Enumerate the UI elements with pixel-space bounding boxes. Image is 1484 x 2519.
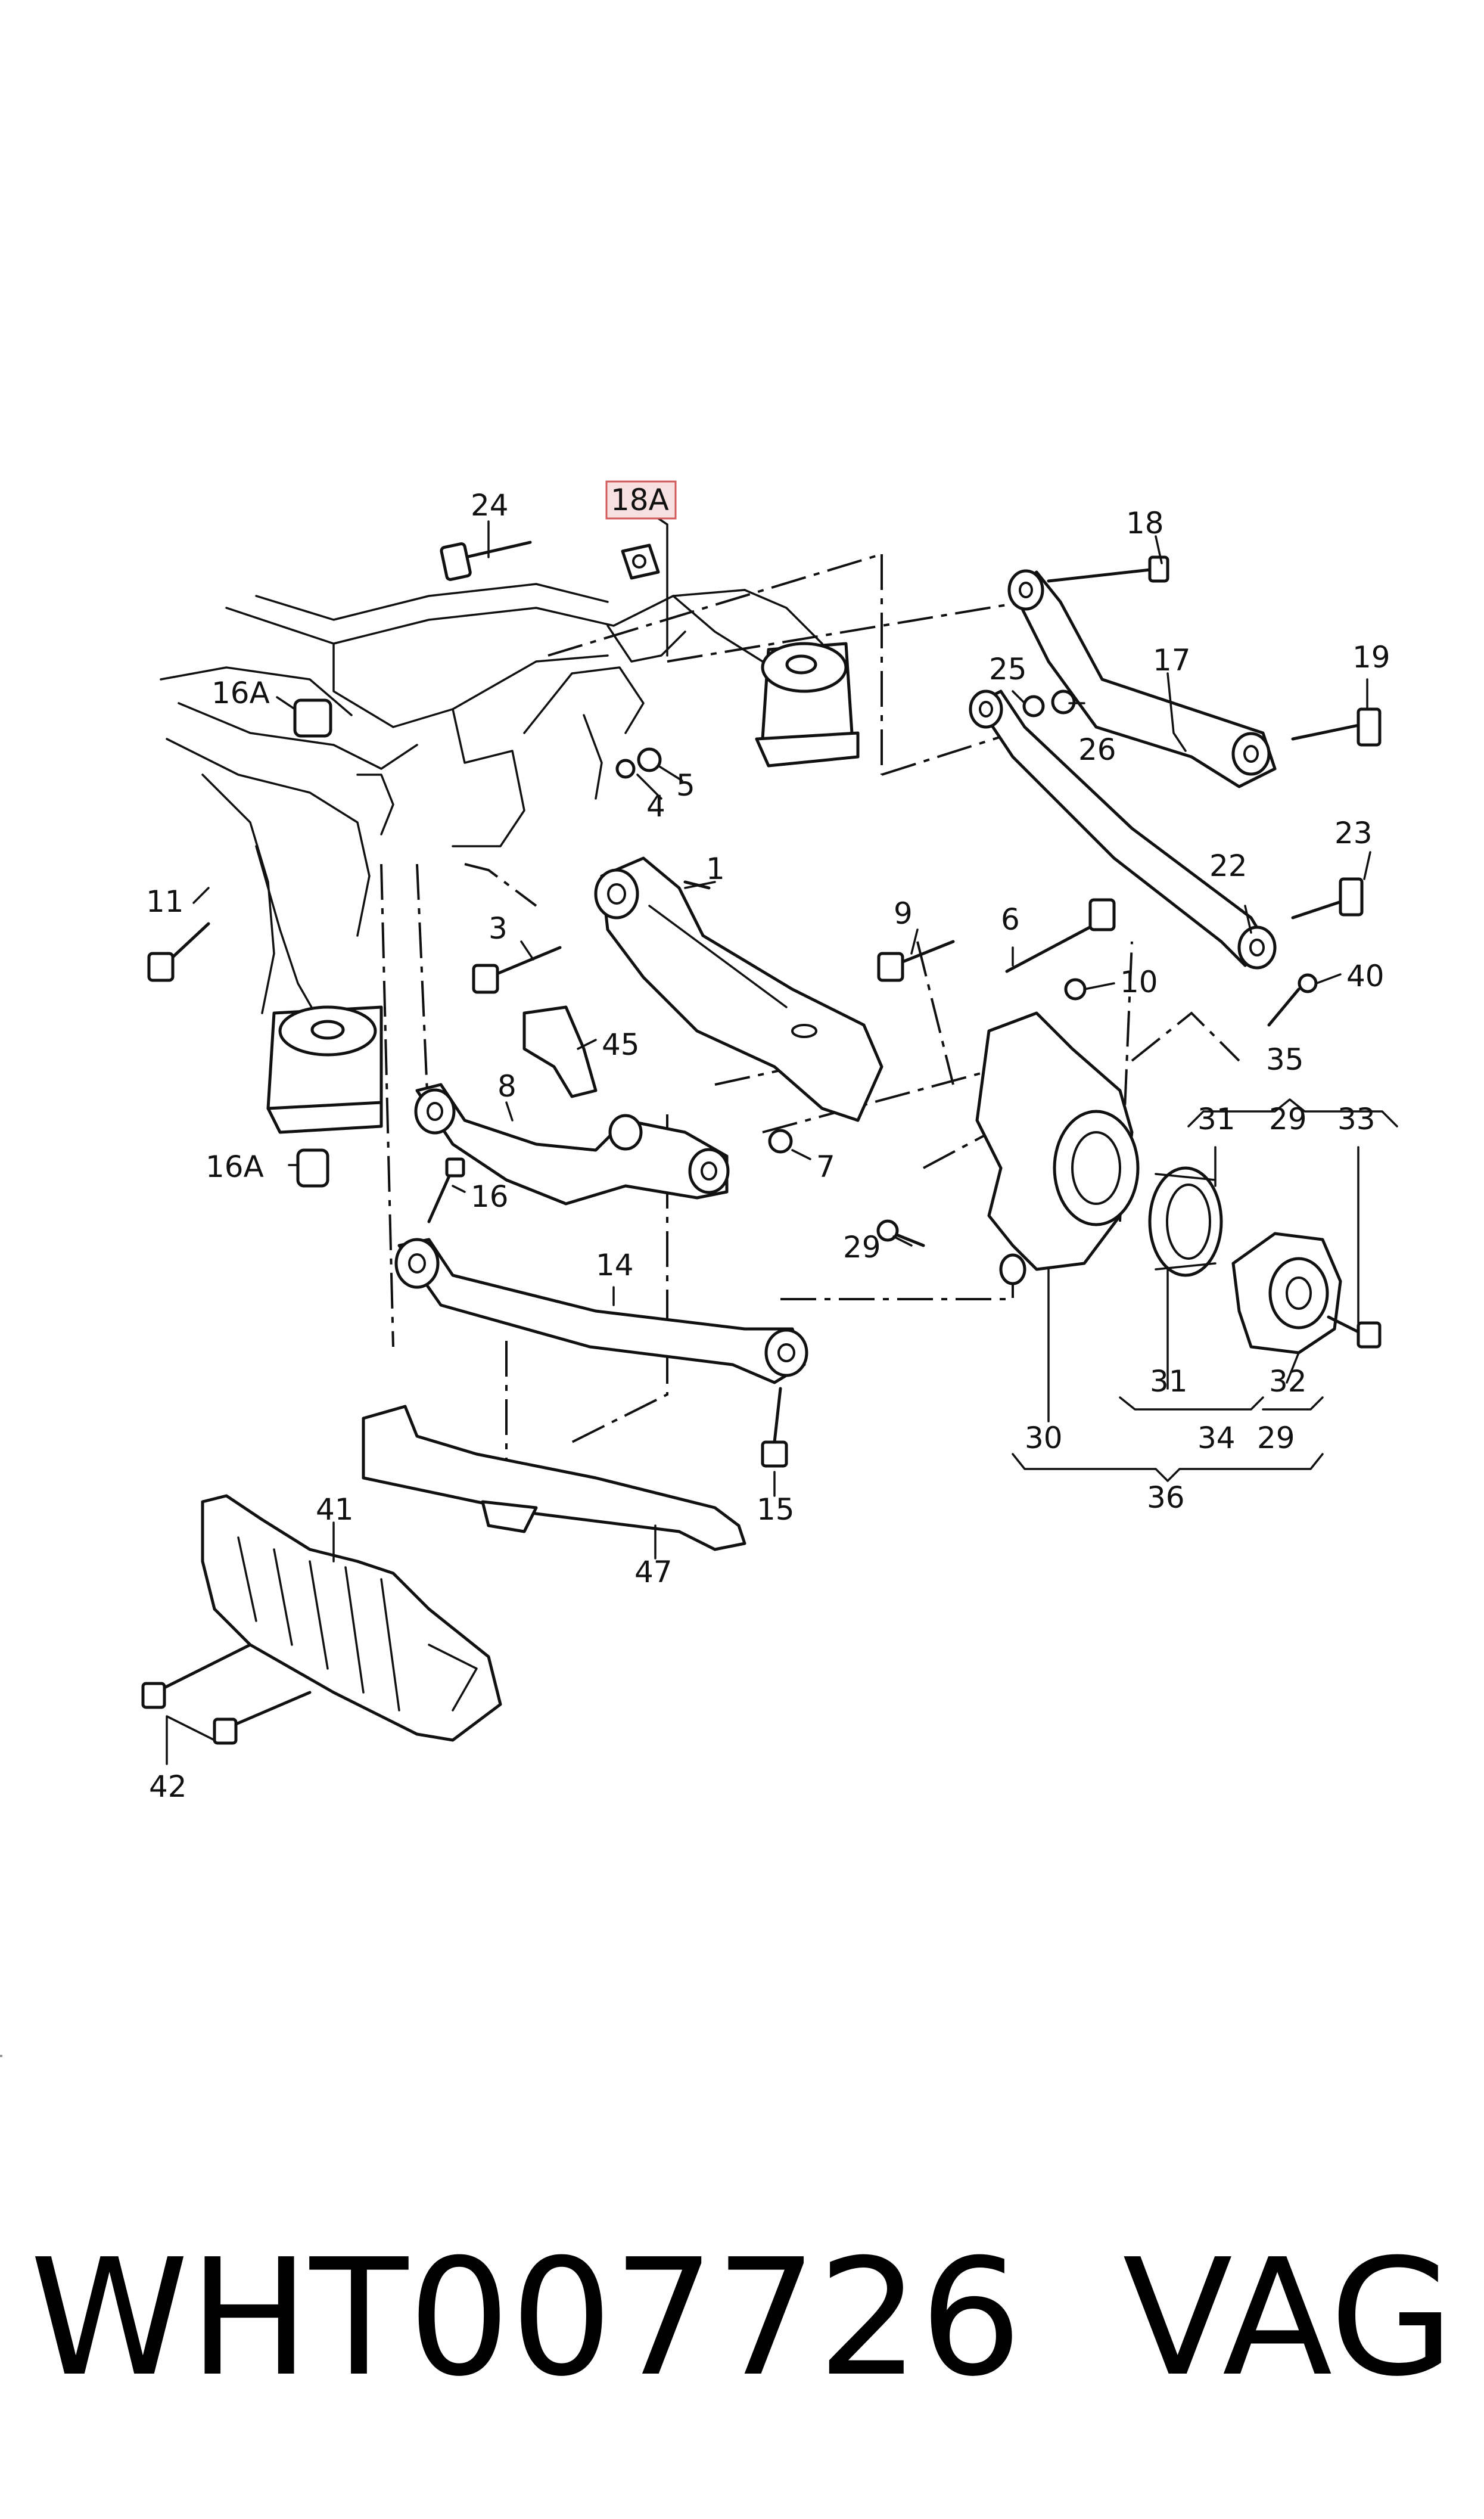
callout-36: 36 — [1147, 1480, 1185, 1515]
callout-31-bottom: 31 — [1150, 1364, 1188, 1399]
callout-9: 9 — [894, 896, 913, 931]
callout-7: 7 — [816, 1150, 835, 1184]
callout-1: 1 — [706, 852, 725, 886]
callout-16A-bottom: 16A — [206, 1150, 264, 1184]
callout-25: 25 — [989, 652, 1027, 687]
footer: WHT007726 VAG — [0, 2229, 1484, 2408]
callout-18: 18 — [1126, 506, 1164, 541]
callout-29-top: 29 — [1269, 1102, 1307, 1136]
callout-32: 32 — [1269, 1364, 1307, 1399]
callout-24: 24 — [471, 488, 509, 523]
protective-plate-47 — [362, 1405, 746, 1551]
callout-6: 6 — [1001, 902, 1020, 937]
callout-22: 22 — [1209, 849, 1247, 883]
wheel-bearing-31 — [1148, 1166, 1223, 1277]
trailing-link-22 — [969, 689, 1277, 970]
subframe-mount-bushing-left — [266, 1005, 383, 1134]
callout-41: 41 — [316, 1492, 354, 1527]
underbody-cover-41 — [201, 1494, 502, 1742]
callout-47: 47 — [634, 1555, 673, 1589]
callout-35: 35 — [1266, 1042, 1304, 1077]
camber-link-8 — [414, 1083, 730, 1206]
highlight-box-18A — [605, 480, 677, 520]
callout-14: 14 — [596, 1248, 634, 1282]
callout-5: 5 — [676, 768, 695, 803]
bolts-and-fasteners — [141, 541, 1382, 1745]
callout-42: 42 — [149, 1769, 187, 1804]
wheel-hub-32 — [1231, 1232, 1342, 1355]
wheel-bearing-housing-30 — [975, 1011, 1140, 1285]
callout-3: 3 — [489, 911, 508, 946]
callout-labels: 24 18A 18 17 19 25 26 16A 5 4 1 22 23 11… — [146, 480, 1390, 1804]
callout-17: 17 — [1153, 643, 1191, 678]
callout-16A-top: 16A — [211, 676, 270, 710]
callout-45: 45 — [602, 1027, 640, 1062]
callout-8: 8 — [497, 1069, 517, 1104]
part-number: WHT007726 — [30, 2224, 1022, 2412]
callout-15: 15 — [757, 1492, 795, 1527]
callout-10: 10 — [1120, 965, 1158, 999]
callout-29-left: 29 — [843, 1230, 881, 1265]
callout-19: 19 — [1352, 640, 1390, 675]
callout-30: 30 — [1025, 1421, 1063, 1455]
callout-4: 4 — [646, 789, 665, 824]
callout-26: 26 — [1078, 732, 1116, 767]
callout-18A: 18A — [611, 483, 669, 517]
callout-40: 40 — [1346, 959, 1385, 993]
brand-name: VAG — [1122, 2224, 1454, 2412]
upper-control-arm-17 — [1007, 569, 1277, 788]
callout-23: 23 — [1334, 816, 1373, 850]
callout-33: 33 — [1337, 1102, 1376, 1136]
scan-mark — [0, 2055, 2, 2057]
callout-34: 34 — [1197, 1421, 1236, 1455]
lower-control-arm — [594, 856, 883, 1122]
callout-31-top: 31 — [1197, 1102, 1236, 1136]
callout-29-bottom: 29 — [1257, 1421, 1295, 1455]
toe-link-14 — [394, 1238, 808, 1384]
rear-subframe — [160, 583, 823, 1086]
subframe-mount-bushing-top — [755, 642, 860, 768]
callout-11: 11 — [146, 884, 184, 919]
callout-16: 16 — [471, 1179, 509, 1214]
